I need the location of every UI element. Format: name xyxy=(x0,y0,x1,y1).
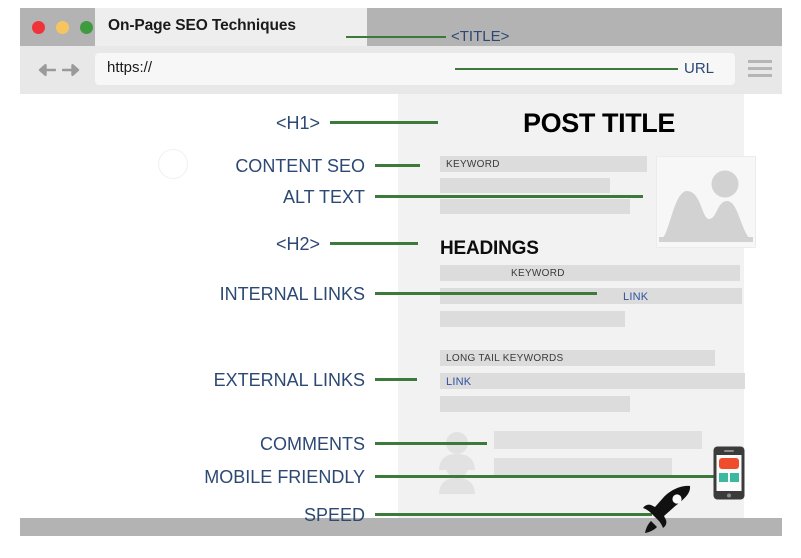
callout-label-speed: SPEED xyxy=(303,505,365,525)
internal-links-callout-leader-line xyxy=(375,292,597,295)
close-window-button[interactable] xyxy=(32,21,45,34)
url-input-value[interactable]: https:// xyxy=(107,59,153,76)
callout-label-h2: <H2> xyxy=(275,234,320,254)
external-link-label[interactable]: LINK xyxy=(446,376,472,388)
comment-text-bar xyxy=(494,431,702,449)
window-title-bar: On-Page SEO Techniques <TITLE> xyxy=(20,8,782,46)
callout-label-url: URL xyxy=(684,60,715,77)
long-tail-keywords-label: LONG TAIL KEYWORDS xyxy=(446,353,564,364)
external-links-callout-leader-line xyxy=(375,378,417,381)
browser-toolbar: https:// URL xyxy=(20,46,782,94)
alt-text-callout-leader-line xyxy=(375,195,643,198)
callout-label-external-links: EXTERNAL LINKS xyxy=(213,370,365,390)
maximize-window-button[interactable] xyxy=(80,21,93,34)
content-text-bar xyxy=(440,396,630,412)
content-text-bar xyxy=(440,373,745,389)
window-bottom-bar xyxy=(20,518,782,536)
user-avatar-icon xyxy=(438,454,476,494)
comment-text-bar xyxy=(494,458,672,476)
speed-callout-leader-line xyxy=(375,513,652,516)
h1-callout-leader-line xyxy=(330,121,438,124)
content-text-bar xyxy=(440,350,715,366)
page-post-title: POST TITLE xyxy=(523,108,676,138)
decorative-circle xyxy=(158,149,188,179)
window-traffic-lights xyxy=(32,21,94,34)
mock-page-column: POST TITLE KEYWORD HEADINGS KEYWORD LINK xyxy=(398,94,756,518)
callout-label-h1: <H1> xyxy=(275,113,320,133)
arrow-right-icon[interactable] xyxy=(61,61,80,79)
callout-label-alt-text: ALT TEXT xyxy=(282,187,365,207)
browser-window: On-Page SEO Techniques <TITLE> https:// … xyxy=(20,8,782,536)
browser-tab[interactable]: On-Page SEO Techniques xyxy=(95,8,367,46)
arrow-left-icon[interactable] xyxy=(38,61,57,79)
callout-label-internal-links: INTERNAL LINKS xyxy=(219,284,365,304)
callout-label-title: <TITLE> xyxy=(451,28,510,45)
browser-tab-title: On-Page SEO Techniques xyxy=(108,17,296,34)
content-text-bar xyxy=(440,199,630,214)
keyword-label-2: KEYWORD xyxy=(511,268,565,279)
keyword-label-1: KEYWORD xyxy=(446,159,500,170)
content-text-bar xyxy=(440,178,610,193)
callout-label-content-seo: CONTENT SEO xyxy=(235,156,365,176)
browser-viewport: POST TITLE KEYWORD HEADINGS KEYWORD LINK xyxy=(20,94,782,518)
title-callout-leader-line xyxy=(346,36,446,38)
hamburger-menu-icon[interactable] xyxy=(748,60,772,78)
content-text-bar xyxy=(440,265,740,281)
internal-link-label[interactable]: LINK xyxy=(623,291,649,303)
comments-callout-leader-line xyxy=(375,442,487,445)
content-seo-callout-leader-line xyxy=(375,164,420,167)
mobile-friendly-callout-leader-line xyxy=(375,475,717,478)
mobile-phone-icon xyxy=(713,446,745,500)
minimize-window-button[interactable] xyxy=(56,21,69,34)
content-text-bar xyxy=(440,311,625,327)
image-placeholder-icon xyxy=(656,156,756,248)
callout-label-mobile-friendly: MOBILE FRIENDLY xyxy=(204,467,365,487)
h2-callout-leader-line xyxy=(330,242,418,245)
callout-label-comments: COMMENTS xyxy=(260,434,365,454)
url-callout-leader-line xyxy=(455,68,678,70)
url-address-bar[interactable]: https:// URL xyxy=(95,53,735,85)
content-text-bar xyxy=(440,156,647,172)
page-h2-heading: HEADINGS xyxy=(440,238,539,259)
content-text-bar xyxy=(440,288,742,304)
rocket-speed-icon xyxy=(641,484,693,534)
